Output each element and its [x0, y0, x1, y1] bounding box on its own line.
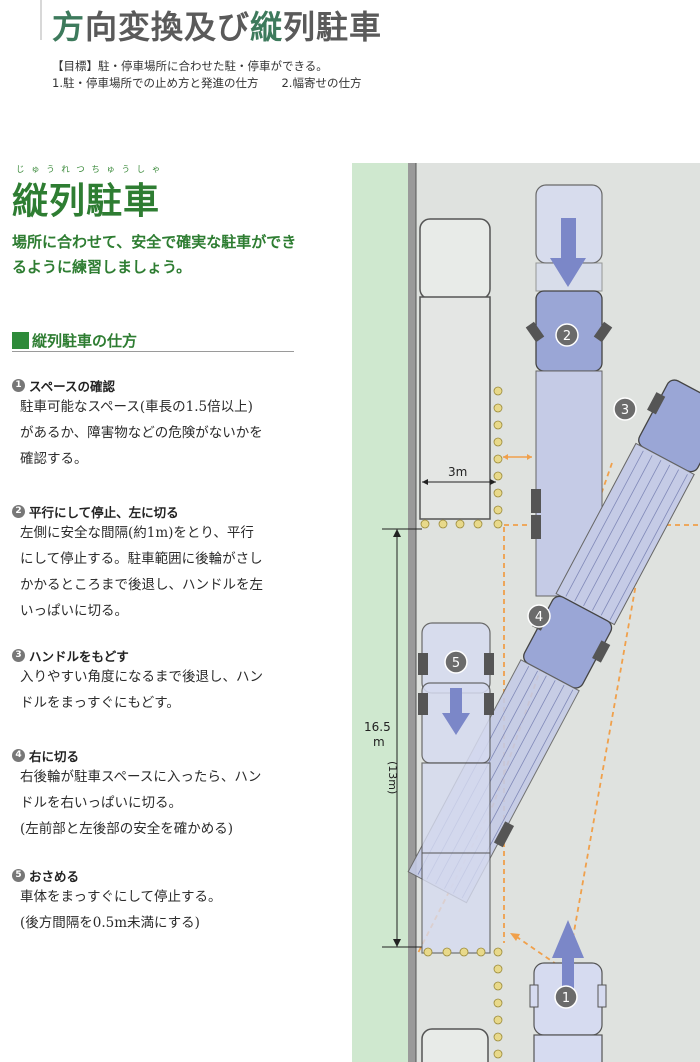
- step-number-icon: 2: [12, 504, 25, 518]
- step-title: 右に切る: [29, 748, 80, 764]
- svg-text:5: 5: [452, 656, 460, 671]
- position-markers: 1 2 3 4 5: [444, 323, 637, 1009]
- marker-1-icon: [554, 985, 578, 1009]
- svg-text:4: 4: [535, 610, 543, 625]
- truck-position-2: [525, 184, 613, 597]
- step-number-icon: 5: [12, 868, 25, 882]
- step-body: 駐車可能なスペース(車長の1.5倍以上) があるか、障害物などの危険がないかを …: [20, 399, 263, 467]
- marker-2-icon: [555, 323, 579, 347]
- marker-4-icon: [527, 604, 551, 628]
- title-accent: 方: [52, 8, 86, 46]
- section-title-ruby: じゅうれつちゅうしゃ: [16, 165, 167, 175]
- length-label: 16.5: [364, 720, 391, 734]
- lead-text: 場所に合わせて、安全で確実な駐車ができるように練習しましょう。: [12, 233, 297, 276]
- sidewalk: [352, 163, 408, 1062]
- page-header: 方向変換及び縦列駐車 【目標】駐・停車場所に合わせた駐・停車ができる。 1.駐・…: [0, 0, 700, 100]
- header-divider: [40, 0, 42, 40]
- reverse-arrow-icon: [442, 688, 470, 735]
- section-title: 縦列駐車: [12, 180, 161, 222]
- marker-5-icon: [444, 650, 468, 674]
- cones-top: [420, 386, 503, 529]
- step-title: 平行にして停止、左に切る: [29, 504, 179, 520]
- title-text: 列駐車: [283, 8, 383, 46]
- step-title: スペースの確認: [29, 378, 116, 394]
- step-2: 2 平行にして停止、左に切る 左側に安全な間隔(約1m)をとり、平行 にして停止す…: [12, 502, 302, 624]
- svg-text:2: 2: [563, 329, 571, 344]
- parallel-parking-diagram: 3m 16.5 m (13m): [352, 163, 700, 1062]
- width-dimension: 3m: [422, 465, 496, 485]
- length-alt-label: (13m): [386, 761, 399, 794]
- length-dimension: 16.5 m (13m): [364, 528, 422, 948]
- step-body: 左側に安全な間隔(約1m)をとり、平行 にして停止する。駐車範囲に後輪がさし か…: [20, 525, 263, 619]
- page-title: 方向変換及び縦列駐車: [52, 2, 382, 48]
- marker-3-icon: [613, 397, 637, 421]
- width-label: 3m: [448, 465, 467, 479]
- svg-text:1: 1: [562, 991, 570, 1006]
- step-body: 車体をまっすぐにして停止する。 (後方間隔を0.5m未満にする): [20, 889, 222, 931]
- step-title: おさめる: [29, 868, 80, 884]
- step-4: 4 右に切る 右後輪が駐車スペースに入ったら、ハン ドルを右いっぱいに切る。 (左…: [12, 746, 302, 842]
- step-3: 3 ハンドルをもどす 入りやすい角度になるまで後退し、ハン ドルをまっすぐにもどす…: [12, 646, 302, 716]
- parked-truck-rear: [421, 1028, 489, 1062]
- subheading-marker: [12, 332, 29, 349]
- curb: [408, 163, 416, 1062]
- length-unit: m: [373, 735, 385, 749]
- objective-text: 【目標】駐・停車場所に合わせた駐・停車ができる。 1.駐・停車場所での止め方と発…: [52, 59, 362, 90]
- step-1: 1 スペースの確認 駐車可能なスペース(車長の1.5倍以上) があるか、障害物など…: [12, 376, 302, 472]
- step-5: 5 おさめる 車体をまっすぐにして停止する。 (後方間隔を0.5m未満にする): [12, 866, 302, 936]
- step-title: ハンドルをもどす: [29, 648, 129, 664]
- title-accent: 縦: [250, 8, 284, 46]
- subheading-text: 縦列駐車の仕方: [32, 332, 138, 350]
- cones-bottom: [423, 947, 503, 1059]
- title-text: 向変換及び: [85, 8, 251, 46]
- reverse-arrow-icon: [550, 218, 586, 287]
- subheading: 縦列駐車の仕方: [12, 330, 294, 352]
- step-number-icon: 4: [12, 748, 25, 762]
- svg-text:3: 3: [621, 403, 629, 418]
- step-number-icon: 1: [12, 378, 25, 392]
- step-number-icon: 3: [12, 648, 25, 662]
- step-body: 右後輪が駐車スペースに入ったら、ハン ドルを右いっぱいに切る。 (左前部と左後部…: [20, 769, 262, 837]
- step-body: 入りやすい角度になるまで後退し、ハン ドルをまっすぐにもどす。: [20, 669, 263, 711]
- forward-arrow-icon: [552, 920, 584, 1003]
